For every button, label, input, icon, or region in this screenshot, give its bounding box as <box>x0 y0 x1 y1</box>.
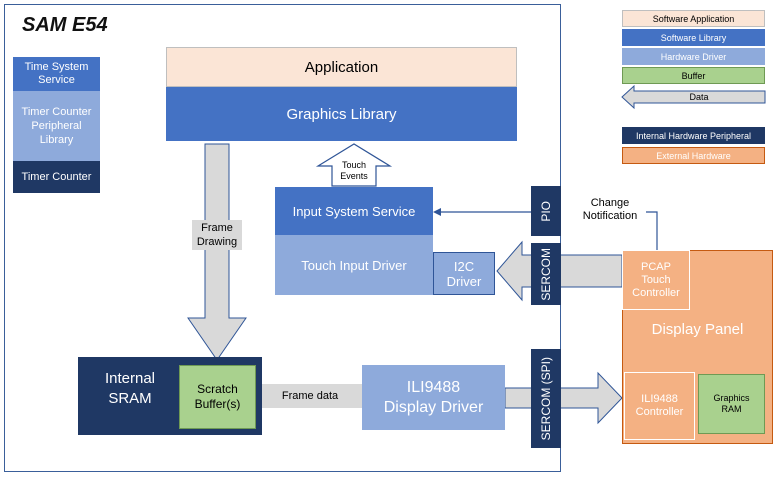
frame-drawing-arrow <box>187 143 247 361</box>
board-title: SAM E54 <box>22 14 108 36</box>
sercom-spi-label: SERCOM (SPI) <box>539 356 553 441</box>
time-system-service-block: Time System Service <box>13 57 100 91</box>
pio-peripheral: PIO <box>531 186 561 236</box>
ili9488-controller-block: ILI9488 Controller <box>624 372 695 440</box>
legend-software-library: Software Library <box>622 29 765 46</box>
legend-data: Data <box>689 92 709 102</box>
frame-data-label: Frame data <box>281 390 339 402</box>
pio-label: PIO <box>539 200 553 222</box>
ili9488-display-driver-block: ILI9488 Display Driver <box>362 365 505 430</box>
sercom-spi-peripheral: SERCOM (SPI) <box>531 349 561 448</box>
legend-external-hardware: External Hardware <box>622 147 765 164</box>
frame-drawing-label: Frame Drawing <box>192 220 242 250</box>
spi-output-arrow <box>504 371 623 425</box>
display-panel-label: Display Panel <box>651 320 744 338</box>
internal-sram-label: Internal SRAM <box>104 370 156 407</box>
timer-counter-block: Timer Counter <box>13 161 100 193</box>
legend-buffer: Buffer <box>622 67 765 84</box>
timer-counter-plib-block: Timer Counter Peripheral Library <box>13 91 100 161</box>
change-notification-label: Change Notification <box>574 195 646 225</box>
legend-internal-hardware-peripheral: Internal Hardware Peripheral <box>622 127 765 144</box>
legend-data-arrow <box>621 84 766 110</box>
pio-to-input-arrowhead <box>433 208 441 216</box>
i2c-driver-block: I2C Driver <box>433 252 495 295</box>
sam-e54-board-frame <box>4 4 561 472</box>
application-block: Application <box>166 47 517 87</box>
sercom-peripheral: SERCOM <box>531 243 561 305</box>
graphics-library-block: Graphics Library <box>166 87 517 141</box>
pcap-touch-controller-block: PCAP Touch Controller <box>622 250 690 310</box>
touch-events-arrow <box>315 143 393 187</box>
legend-software-application: Software Application <box>622 10 765 27</box>
legend-hardware-driver: Hardware Driver <box>622 48 765 65</box>
touch-input-driver-block: Touch Input Driver <box>275 235 433 295</box>
scratch-buffer-block: Scratch Buffer(s) <box>179 365 256 429</box>
frame-data-band <box>262 384 362 408</box>
sercom-label: SERCOM <box>539 247 553 301</box>
touch-events-label: Touch Events <box>340 160 368 181</box>
input-system-service-block: Input System Service <box>275 187 433 235</box>
graphics-ram-block: Graphics RAM <box>698 374 765 434</box>
